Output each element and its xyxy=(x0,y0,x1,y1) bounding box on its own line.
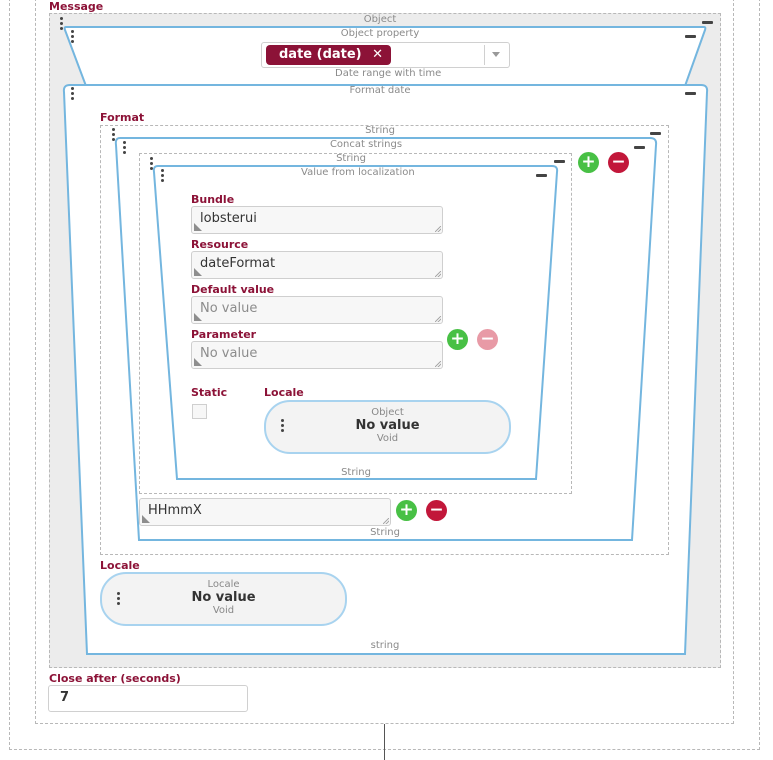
locale-pill[interactable]: Locale No value Void xyxy=(100,572,347,626)
format-date-footer: string xyxy=(370,640,400,651)
collapse-icon[interactable] xyxy=(634,146,645,149)
expand-corner-icon[interactable] xyxy=(194,313,202,321)
collapse-icon[interactable] xyxy=(650,132,661,135)
drag-handle-icon[interactable] xyxy=(150,157,154,172)
parameter-field[interactable]: No value xyxy=(191,341,443,369)
default-value-placeholder: No value xyxy=(200,301,258,316)
add-icon[interactable]: + xyxy=(396,500,417,521)
expand-corner-icon[interactable] xyxy=(194,223,202,231)
chevron-down-icon[interactable] xyxy=(492,52,500,57)
bundle-field[interactable]: lobsterui xyxy=(191,206,443,234)
static-label: Static xyxy=(191,386,228,399)
selected-chip[interactable]: date (date) ✕ xyxy=(266,45,392,65)
parameter-label: Parameter xyxy=(191,328,257,341)
drag-handle-icon[interactable] xyxy=(112,128,116,143)
connector-line xyxy=(384,724,385,760)
locale-object-pill[interactable]: Object No value Void xyxy=(264,400,511,454)
resize-handle-icon[interactable] xyxy=(435,361,441,367)
remove-icon[interactable]: − xyxy=(426,500,447,521)
bundle-label: Bundle xyxy=(191,193,235,206)
format-date-title: Format date xyxy=(349,85,411,96)
collapse-icon[interactable] xyxy=(685,35,696,38)
localization-footer: String xyxy=(341,467,371,478)
locale-label: Locale xyxy=(264,386,304,399)
collapse-icon[interactable] xyxy=(554,160,565,163)
concat-strings-footer: String xyxy=(370,527,400,538)
drag-handle-icon[interactable] xyxy=(71,30,75,45)
resize-handle-icon[interactable] xyxy=(435,271,441,277)
resize-handle-icon[interactable] xyxy=(435,316,441,322)
locale-object-value: No value xyxy=(355,418,420,433)
drag-handle-icon[interactable] xyxy=(60,17,64,32)
drag-handle-icon[interactable] xyxy=(71,87,75,102)
close-after-value: 7 xyxy=(60,690,70,705)
resize-handle-icon[interactable] xyxy=(383,518,389,524)
expand-corner-icon[interactable] xyxy=(194,358,202,366)
close-after-input[interactable]: 7 xyxy=(48,685,248,712)
resize-handle-icon[interactable] xyxy=(435,226,441,232)
collapse-icon[interactable] xyxy=(536,174,547,177)
expand-corner-icon[interactable] xyxy=(194,268,202,276)
drag-handle-icon[interactable] xyxy=(281,419,285,434)
add-icon[interactable]: + xyxy=(578,152,599,173)
remove-icon: − xyxy=(477,329,498,350)
default-value-label: Default value xyxy=(191,283,275,296)
collapse-icon[interactable] xyxy=(702,21,713,24)
drag-handle-icon[interactable] xyxy=(161,169,165,184)
inner-string-title: String xyxy=(336,153,366,164)
drag-handle-icon[interactable] xyxy=(117,592,121,607)
format-locale-label: Locale xyxy=(100,559,140,572)
collapse-icon[interactable] xyxy=(685,92,696,95)
bundle-value: lobsterui xyxy=(200,211,257,226)
remove-icon[interactable]: − xyxy=(608,152,629,173)
format-label: Format xyxy=(100,111,145,124)
pattern-field[interactable]: HHmmX xyxy=(139,498,391,526)
object-node-title: Object xyxy=(363,14,397,25)
locale-object-type: Void xyxy=(376,433,399,444)
default-value-field[interactable]: No value xyxy=(191,296,443,324)
string-node-title: String xyxy=(365,125,395,136)
resource-value: dateFormat xyxy=(200,256,276,271)
locale-pill-value: No value xyxy=(191,590,256,605)
select-divider xyxy=(484,45,485,65)
property-select[interactable]: date (date) ✕ xyxy=(261,42,510,68)
message-label: Message xyxy=(49,0,104,13)
resource-label: Resource xyxy=(191,238,249,251)
chip-label: date (date) xyxy=(279,47,362,62)
drag-handle-icon[interactable] xyxy=(123,141,127,156)
object-property-title: Object property xyxy=(340,28,420,39)
localization-title: Value from localization xyxy=(301,167,415,178)
object-property-footer: Date range with time xyxy=(335,68,442,79)
close-after-label: Close after (seconds) xyxy=(49,672,181,685)
static-checkbox[interactable] xyxy=(192,404,207,419)
locale-object-title: Object xyxy=(371,407,404,418)
locale-pill-title: Locale xyxy=(207,579,240,590)
pattern-value: HHmmX xyxy=(148,503,202,518)
parameter-placeholder: No value xyxy=(200,346,258,361)
concat-strings-title: Concat strings xyxy=(329,139,403,150)
chip-remove-icon[interactable]: ✕ xyxy=(372,47,384,62)
add-icon[interactable]: + xyxy=(447,329,468,350)
locale-pill-type: Void xyxy=(212,605,235,616)
expand-corner-icon[interactable] xyxy=(142,515,150,523)
resource-field[interactable]: dateFormat xyxy=(191,251,443,279)
